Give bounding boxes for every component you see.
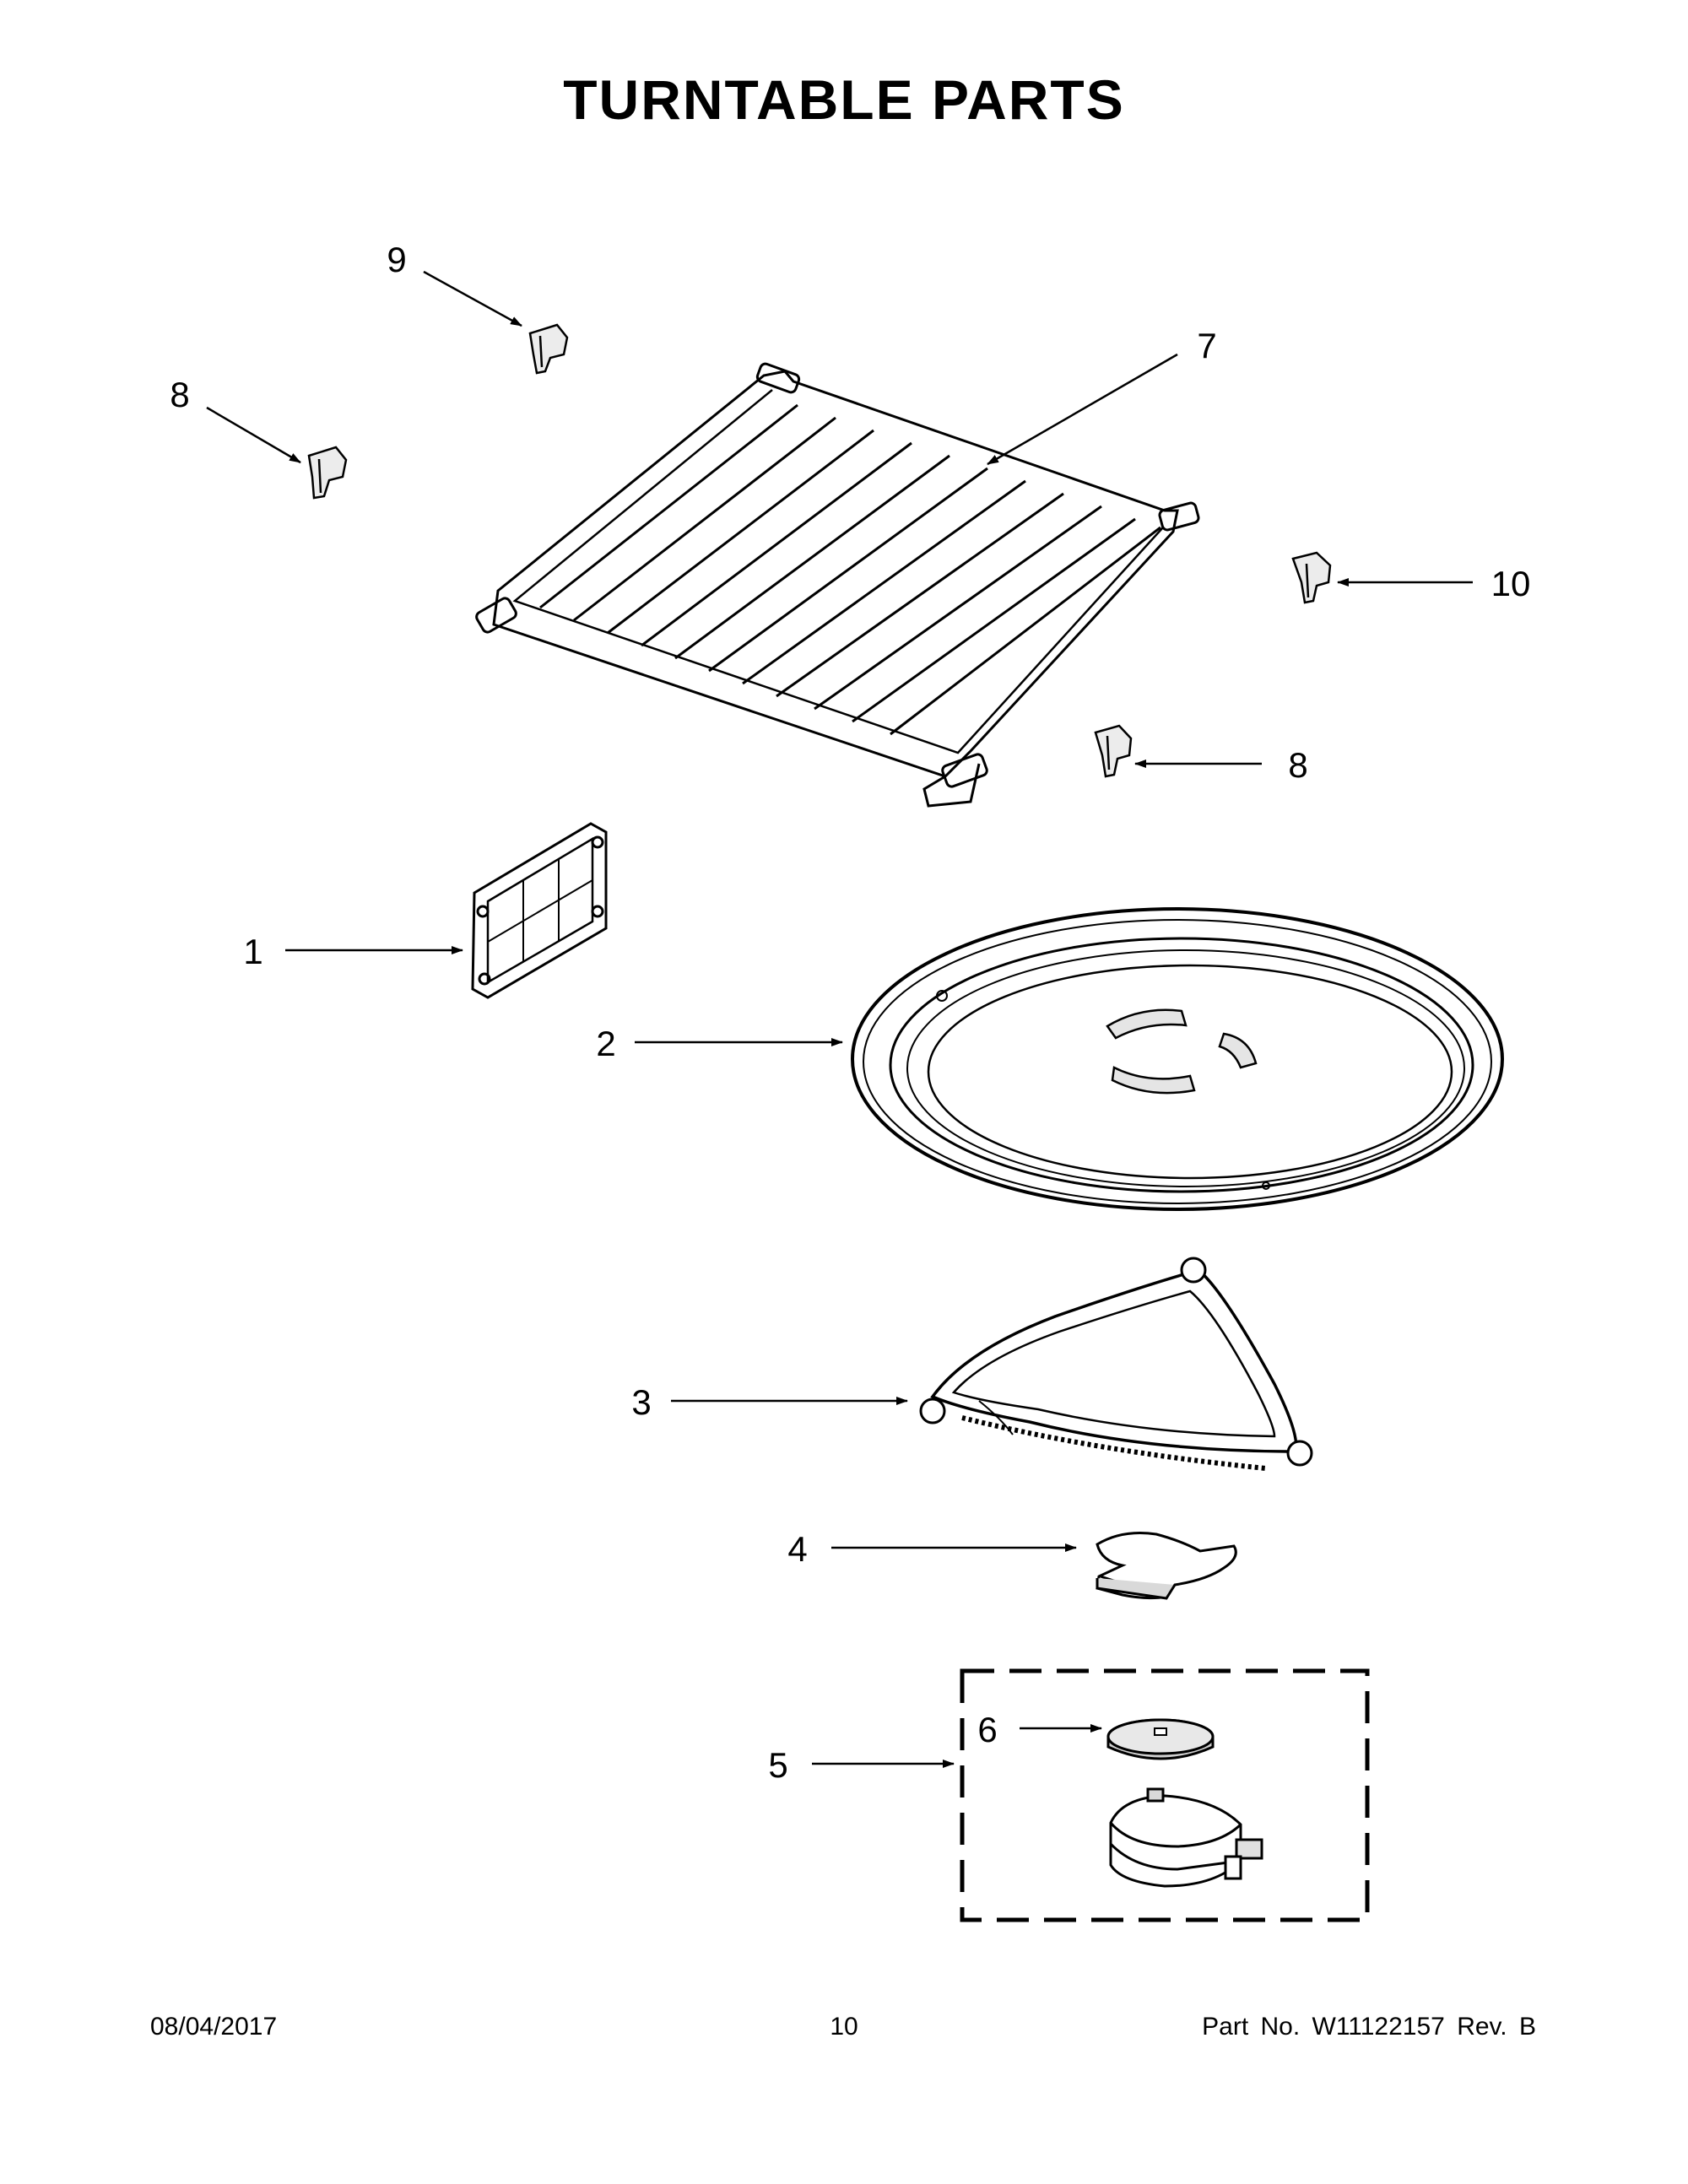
clip-part-8-upper	[307, 446, 348, 500]
callout-4: 4	[787, 1529, 807, 1569]
footer-date: 08/04/2017	[150, 2013, 278, 2041]
callout-8-upper: 8	[170, 375, 189, 414]
callout-2: 2	[596, 1024, 615, 1063]
callout-1: 1	[243, 932, 262, 971]
callout-10: 10	[1491, 564, 1531, 603]
glass-tray-part-2	[851, 907, 1504, 1211]
callout-5: 5	[768, 1745, 787, 1785]
roller-ring-part-3	[919, 1257, 1313, 1471]
leader-lines	[206, 270, 1473, 1768]
motor-assembly-box-part-5	[960, 1668, 1370, 1922]
callout-9: 9	[387, 240, 406, 279]
page-title: TURNTABLE PARTS	[563, 68, 1125, 131]
clip-part-10	[1291, 551, 1332, 604]
callout-3: 3	[631, 1382, 651, 1422]
callout-6: 6	[977, 1710, 997, 1749]
leader-9	[423, 270, 522, 327]
clip-part-9	[528, 323, 569, 375]
cover-part-1	[471, 822, 608, 999]
clip-part-8-lower	[1094, 724, 1133, 778]
wire-rack-part-7	[475, 362, 1200, 808]
leader-8-upper	[206, 406, 301, 464]
drive-hub-part-6	[1106, 1718, 1215, 1760]
coupler-part-4	[1096, 1532, 1237, 1600]
footer-page-number: 10	[830, 2013, 858, 2041]
turntable-motor	[1109, 1787, 1263, 1888]
footer-part-number: Part No. W11122157 Rev. B	[1202, 2013, 1536, 2041]
callout-7: 7	[1197, 326, 1216, 365]
leader-7	[987, 353, 1178, 466]
callout-8-lower: 8	[1288, 745, 1307, 785]
